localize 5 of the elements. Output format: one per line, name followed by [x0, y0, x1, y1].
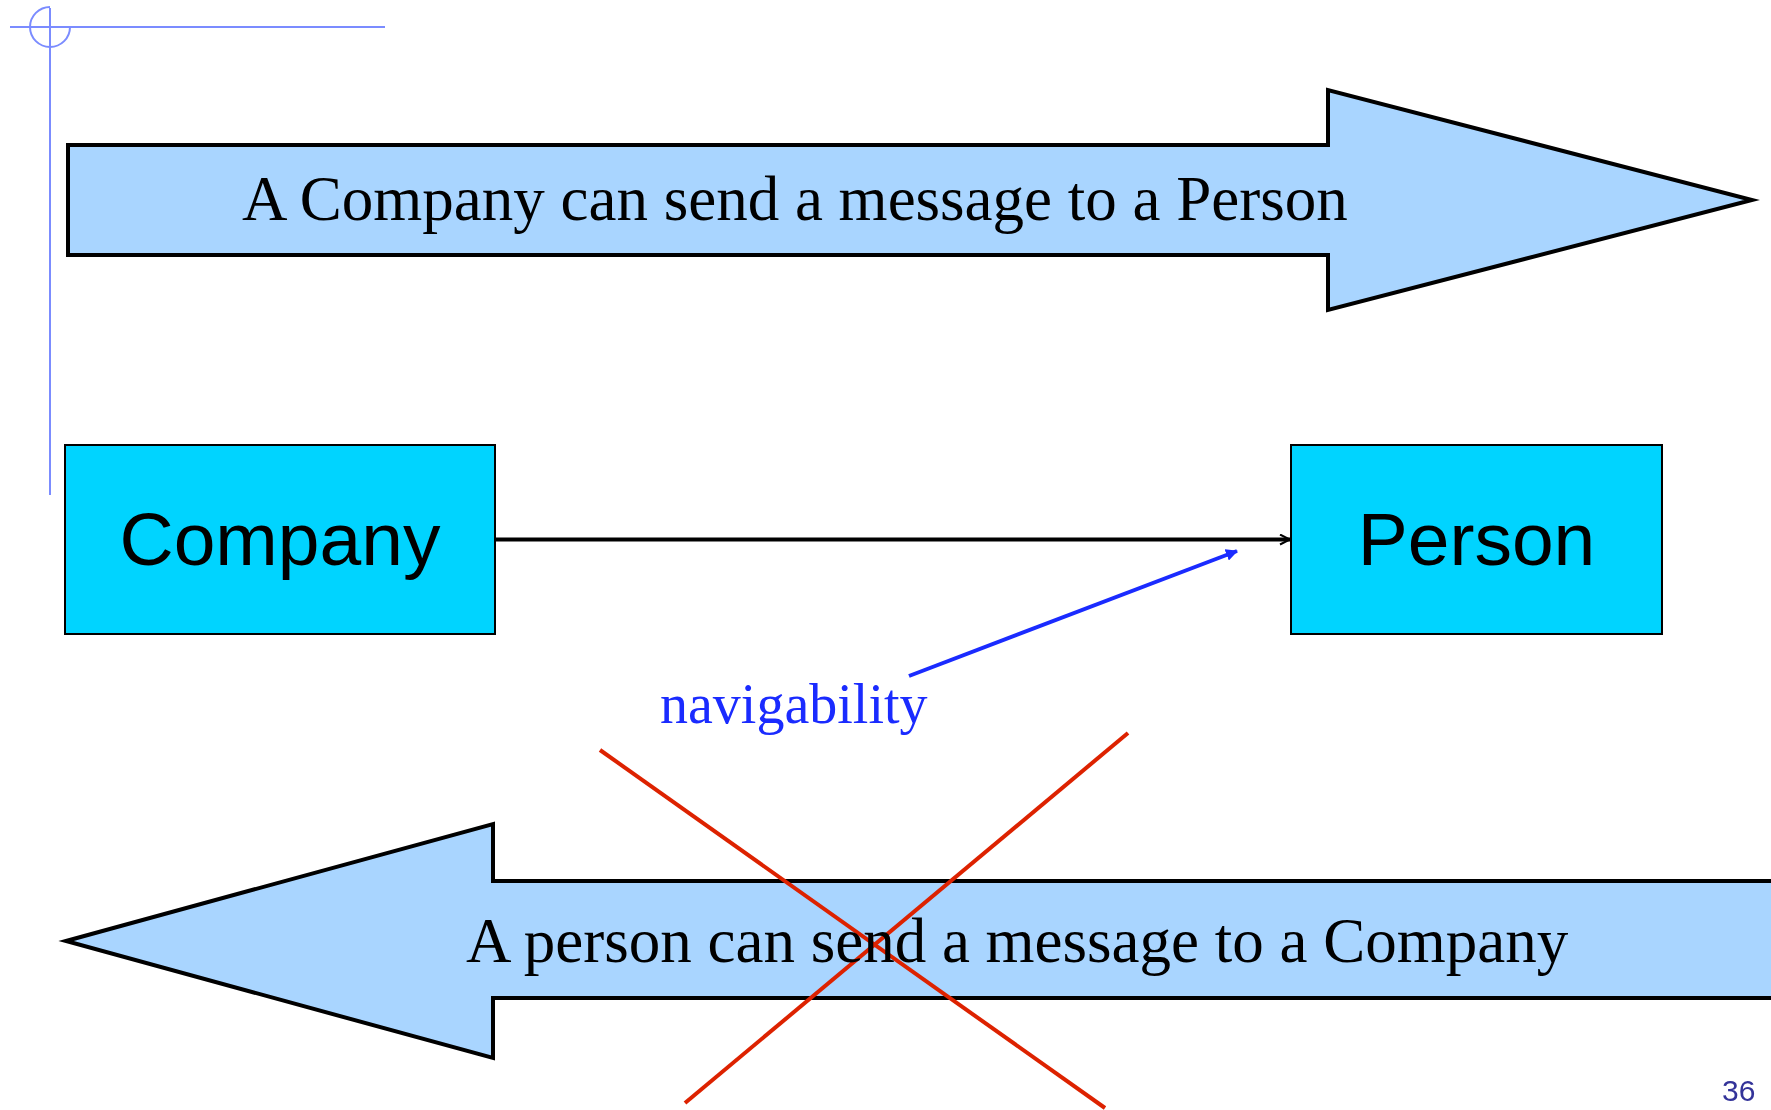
association-arrow [496, 533, 1291, 546]
pointer-arrow [908, 549, 1238, 678]
class-box: Person [1290, 444, 1663, 635]
page-number: 36 [1722, 1076, 1756, 1106]
class-box: Company [64, 444, 496, 635]
